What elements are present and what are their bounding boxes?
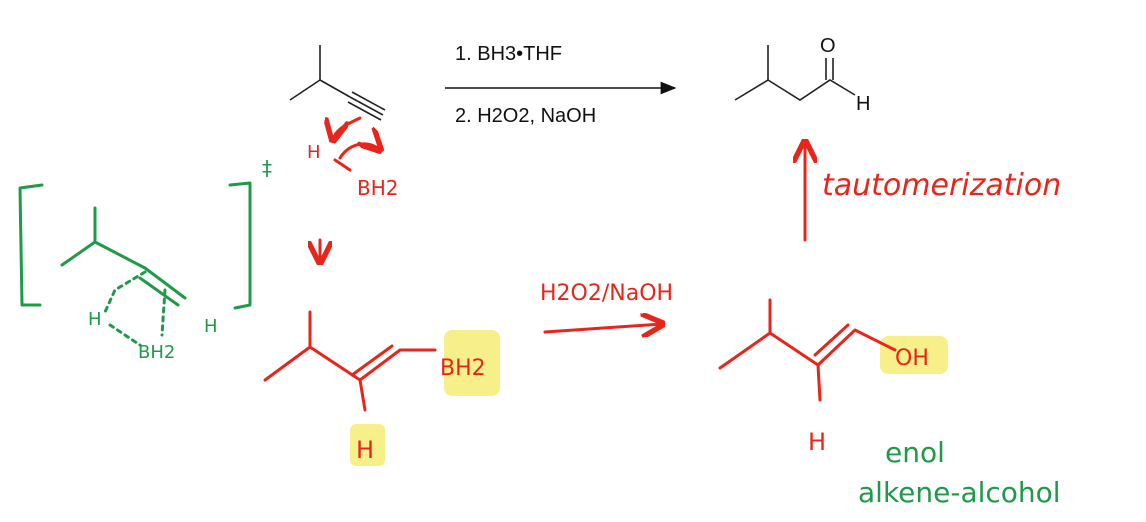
oxidation-reagent: H2O2/NaOH xyxy=(540,281,673,306)
aldehyde-product xyxy=(734,45,856,101)
borane-bh2: BH2 xyxy=(357,176,398,200)
highlight-bh2 xyxy=(444,330,500,396)
vinyl-h: H xyxy=(356,436,374,464)
highlight-oh xyxy=(880,336,948,374)
starting-alkyne xyxy=(289,45,386,121)
hydride-h: H xyxy=(307,142,321,163)
enol-description: alkene-alcohol xyxy=(858,476,1061,509)
curved-arrow-2 xyxy=(338,144,380,160)
enol xyxy=(718,298,897,402)
double-dagger: ‡ xyxy=(262,156,272,180)
vinylborane xyxy=(263,310,437,412)
curved-arrow-1 xyxy=(333,116,362,140)
reagent-step1: 1. BH3•THF xyxy=(455,43,562,65)
ts-h-left: H xyxy=(88,309,102,330)
ts-borane: BH2 xyxy=(138,342,175,363)
enol-h: H xyxy=(808,428,826,456)
reagent-step2: 2. H2O2, NaOH xyxy=(455,105,596,127)
h-b-bond xyxy=(333,158,352,172)
highlight-h xyxy=(350,424,385,466)
transition-state xyxy=(18,181,252,347)
enol-label: enol xyxy=(885,436,945,469)
tautomerization-label: tautomerization xyxy=(822,168,1061,203)
vinyl-bh2: BH2 xyxy=(440,356,486,381)
ts-h-right: H xyxy=(204,316,218,337)
product-oxygen: O xyxy=(820,35,836,57)
product-hydrogen: H xyxy=(856,93,870,115)
enol-oh: OH xyxy=(895,346,929,371)
oxidation-arrow xyxy=(543,324,662,332)
